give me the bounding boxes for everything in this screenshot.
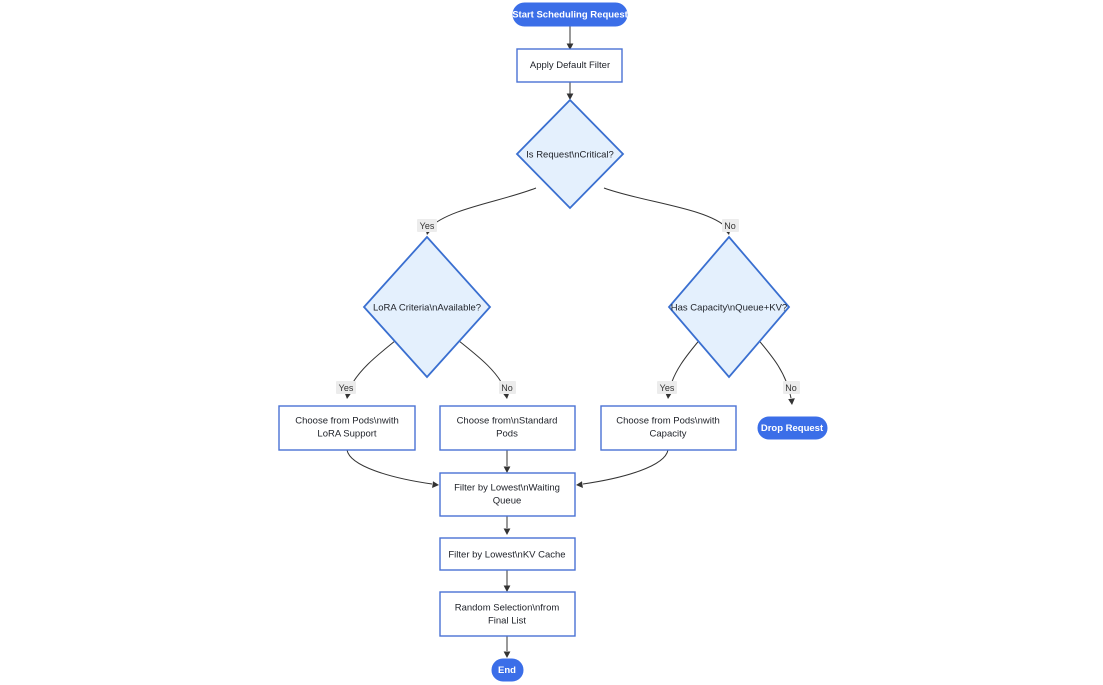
node-filter-waiting-queue-shape[interactable]	[439, 472, 576, 517]
node-choose-pods-standard[interactable]: Choose from\nStandard Pods	[439, 405, 576, 451]
node-end[interactable]: End	[491, 658, 524, 682]
edge-label-yes-lora: Yes	[336, 381, 356, 394]
edge-label-text: Yes	[660, 383, 675, 393]
edge-start-to-apply-filter	[566, 26, 574, 50]
node-random-selection[interactable]: Random Selection\nfrom Final List	[439, 591, 576, 637]
edge-label-yes-critical: Yes	[417, 219, 437, 232]
edge-label-text: Yes	[339, 383, 354, 393]
node-choose-pods-standard-shape[interactable]	[439, 405, 576, 451]
node-drop-request-shape[interactable]	[757, 416, 828, 440]
node-filter-waiting-queue-label-line1: Filter by Lowest\nWaiting	[454, 483, 560, 494]
node-random-selection-shape[interactable]	[439, 591, 576, 637]
node-choose-pods-standard-label-line1: Choose from\nStandard	[457, 416, 558, 427]
edge-pods-standard-to-filter-queue	[503, 450, 511, 473]
edge-apply-filter-to-is-critical	[566, 82, 574, 100]
edge-random-selection-to-end	[503, 636, 511, 658]
node-choose-pods-lora-label-line1: Choose from Pods\nwith	[295, 416, 399, 427]
node-filter-kv-cache[interactable]: Filter by Lowest\nKV Cache	[439, 537, 576, 571]
node-has-capacity[interactable]: Has Capacity\nQueue+KV?	[667, 235, 791, 379]
node-choose-pods-capacity-label-line2: Capacity	[650, 429, 687, 440]
node-lora-criteria-available-shape[interactable]	[362, 235, 492, 379]
edge-filter-queue-to-filter-kv	[503, 516, 511, 535]
node-is-request-critical-label: Is Request\nCritical?	[526, 150, 614, 161]
node-choose-pods-lora-label-line2: LoRA Support	[317, 429, 377, 440]
node-apply-default-filter[interactable]: Apply Default Filter	[516, 48, 623, 83]
node-filter-waiting-queue[interactable]: Filter by Lowest\nWaiting Queue	[439, 472, 576, 517]
edge-has-capacity-to-drop-request	[755, 336, 795, 405]
node-choose-pods-lora-shape[interactable]	[278, 405, 416, 451]
edge-is-critical-to-lora-criteria	[425, 187, 537, 235]
node-is-request-critical-shape[interactable]	[515, 98, 625, 210]
edge-is-critical-to-has-capacity	[603, 187, 731, 235]
edge-label-text: No	[785, 383, 797, 393]
edge-label-no-critical: No	[722, 219, 739, 232]
node-has-capacity-shape[interactable]	[667, 235, 791, 379]
node-start[interactable]: Start Scheduling Request	[512, 2, 629, 27]
node-random-selection-label-line2: Final List	[488, 616, 526, 627]
edge-pods-capacity-to-filter-queue	[576, 449, 669, 488]
edge-label-text: No	[724, 221, 736, 231]
node-start-label: Start Scheduling Request	[512, 10, 628, 21]
node-choose-pods-standard-label-line2: Pods	[496, 429, 518, 440]
node-end-label: End	[498, 665, 516, 676]
edge-pods-lora-to-filter-queue	[346, 449, 439, 488]
edge-label-text: No	[501, 383, 513, 393]
node-choose-pods-capacity-label-line1: Choose from Pods\nwith	[616, 416, 720, 427]
node-apply-default-filter-label: Apply Default Filter	[530, 60, 610, 71]
node-filter-kv-cache-label: Filter by Lowest\nKV Cache	[448, 550, 565, 561]
edge-label-text: Yes	[420, 221, 435, 231]
node-choose-pods-capacity[interactable]: Choose from Pods\nwith Capacity	[600, 405, 737, 451]
edge-label-no-capacity: No	[783, 381, 800, 394]
node-filter-waiting-queue-label-line2: Queue	[493, 496, 522, 507]
edge-label-yes-capacity: Yes	[657, 381, 677, 394]
node-choose-pods-lora[interactable]: Choose from Pods\nwith LoRA Support	[278, 405, 416, 451]
node-random-selection-label-line1: Random Selection\nfrom	[455, 603, 560, 614]
node-lora-criteria-available-label: LoRA Criteria\nAvailable?	[373, 303, 481, 314]
node-apply-default-filter-shape[interactable]	[516, 48, 623, 83]
node-layer: Start Scheduling Request Apply Default F…	[278, 2, 828, 682]
node-lora-criteria-available[interactable]: LoRA Criteria\nAvailable?	[362, 235, 492, 379]
node-end-shape[interactable]	[491, 658, 524, 682]
node-has-capacity-label: Has Capacity\nQueue+KV?	[671, 303, 787, 314]
node-choose-pods-capacity-shape[interactable]	[600, 405, 737, 451]
node-start-shape[interactable]	[512, 2, 628, 27]
edge-label-layer: Yes No Yes No Yes No	[336, 219, 800, 394]
edge-filter-kv-to-random-selection	[503, 570, 511, 592]
node-filter-kv-cache-shape[interactable]	[439, 537, 576, 571]
node-drop-request[interactable]: Drop Request	[757, 416, 828, 440]
node-drop-request-label: Drop Request	[761, 423, 824, 434]
node-is-request-critical[interactable]: Is Request\nCritical?	[515, 98, 625, 210]
edge-label-no-lora: No	[499, 381, 516, 394]
